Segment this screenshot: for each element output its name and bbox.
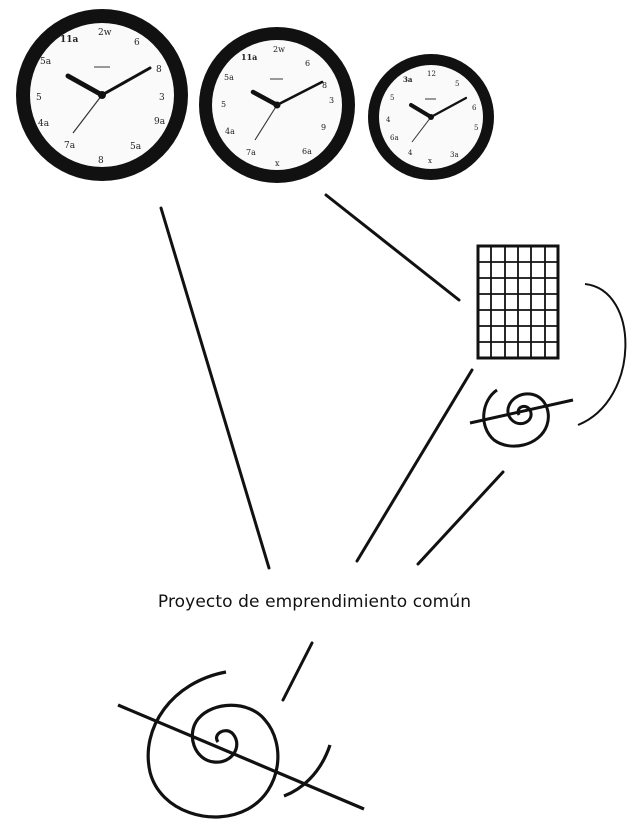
clock-numeral: 5 (390, 94, 394, 102)
clock-numeral: 11a (241, 52, 257, 62)
clock-numeral: 7a (246, 148, 256, 157)
clock-numeral: 8 (156, 65, 162, 75)
clock-numeral: 6 (472, 104, 477, 112)
clock-numeral: 5 (455, 80, 459, 88)
clock-numeral: 9 (321, 123, 326, 132)
calendar-grid-icon (476, 244, 560, 360)
clock-numeral: 5a (130, 142, 142, 152)
clock-second-hand (254, 104, 278, 141)
clock-numeral: 12 (427, 70, 436, 78)
clock-numeral: 3 (329, 96, 334, 105)
clock-numeral: 4 (386, 116, 391, 124)
clock-small: 12 3a 5 5 6 4 5 6a 3a 4 x (368, 54, 494, 180)
clock-hour-hand (409, 103, 433, 119)
large-spiral (117, 670, 365, 819)
clock-large-numerals: 2w 11a 6 5a 8 5 3 4a 9a 7a 5a 8 (36, 28, 166, 166)
connector-lines (159, 193, 505, 702)
clock-numeral: 6 (134, 38, 140, 48)
clock-medium: 2w 11a 6 5a 8 5 3 4a 9 7a 6a x (199, 27, 355, 183)
clock-large: 2w 11a 6 5a 8 5 3 4a 9a 7a 5a 8 (16, 9, 188, 181)
clock-small-numerals: 12 3a 5 5 6 4 5 6a 3a 4 x (386, 70, 478, 165)
connector-calendar (355, 368, 474, 563)
clock-numeral: 5 (221, 100, 226, 109)
clock-numeral: x (428, 157, 432, 165)
clock-numeral: 3a (403, 75, 413, 84)
clock-numeral: 5 (36, 93, 42, 103)
clock-minute-hand (100, 66, 152, 97)
clock-numeral: 5a (224, 73, 234, 82)
clock-numeral: 5a (40, 57, 52, 67)
connector-large-spiral (281, 641, 314, 702)
clock-numeral: 9a (154, 117, 166, 127)
connector-medium-clock (324, 193, 461, 302)
clock-minute-hand (275, 80, 324, 107)
clock-second-hand (411, 116, 432, 143)
clock-numeral: 4a (38, 119, 50, 129)
clock-numeral: 6 (305, 59, 310, 68)
clock-brand-mark (94, 66, 110, 68)
project-caption: Proyecto de emprendimiento común (157, 592, 472, 612)
clock-brand-mark (425, 98, 436, 100)
clock-numeral: 6a (302, 147, 312, 156)
clock-numeral: 2w (273, 45, 285, 54)
clock-numeral: 8 (322, 81, 327, 90)
clock-numeral: 5 (474, 124, 478, 132)
connector-large-clock (159, 206, 271, 570)
clock-numeral: 11a (60, 35, 79, 45)
clock-numeral: 6a (390, 134, 399, 142)
clock-numeral: 2w (98, 28, 112, 38)
clock-brand-mark (270, 78, 283, 80)
outer-arc (577, 283, 627, 426)
connector-small-spiral (416, 470, 505, 566)
clock-numeral: x (275, 159, 280, 168)
clock-numeral: 7a (64, 141, 76, 151)
clock-second-hand (72, 94, 103, 134)
clock-minute-hand (429, 96, 468, 119)
clock-numeral: 3 (159, 93, 165, 103)
clock-medium-numerals: 2w 11a 6 5a 8 5 3 4a 9 7a 6a x (221, 45, 334, 168)
clock-hour-hand (65, 73, 105, 98)
clock-numeral: 8 (98, 156, 104, 166)
clock-numeral: 4a (225, 127, 235, 136)
clock-hour-hand (250, 89, 280, 108)
clock-numeral: 4 (408, 149, 413, 157)
clock-numeral: 3a (450, 151, 459, 159)
small-spiral (469, 388, 574, 448)
